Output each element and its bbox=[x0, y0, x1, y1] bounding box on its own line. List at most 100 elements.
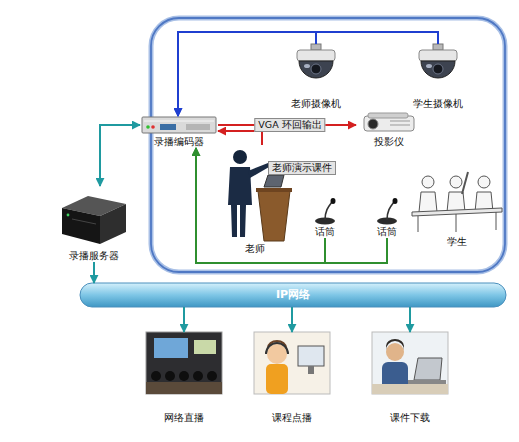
node-text-group: 录播服务器 bbox=[46, 250, 142, 262]
laptop-screen bbox=[264, 175, 284, 187]
student-body bbox=[447, 192, 465, 212]
node-label: IP网络 bbox=[276, 289, 310, 301]
encoder-vent bbox=[186, 124, 210, 130]
node-label: 课件下载 bbox=[358, 412, 462, 424]
mic-art bbox=[304, 198, 346, 225]
classroom-frame bbox=[151, 18, 505, 272]
connector bbox=[291, 307, 293, 332]
photo-screen bbox=[154, 338, 188, 358]
photo-screen bbox=[194, 340, 216, 354]
podium-top bbox=[256, 188, 292, 192]
server-led bbox=[67, 214, 70, 217]
camera-glint bbox=[426, 64, 432, 68]
encoder-art bbox=[140, 116, 218, 135]
mic-neck bbox=[387, 202, 394, 220]
node-text-group: 老师 bbox=[208, 243, 302, 255]
node-text-group: 学生摄像机 bbox=[400, 98, 476, 110]
camera-node: 老师摄像机 bbox=[288, 44, 344, 110]
connector bbox=[196, 148, 387, 263]
mic-head bbox=[393, 198, 398, 204]
node-text-group: 网络直播 bbox=[132, 412, 236, 424]
photo-frame bbox=[254, 332, 330, 394]
node-label: 话筒 bbox=[294, 226, 356, 238]
connector bbox=[93, 262, 95, 283]
encoder-node: 录播编码器 bbox=[140, 116, 218, 148]
connector bbox=[218, 131, 262, 145]
mic-art bbox=[366, 198, 408, 225]
camera-lens bbox=[311, 64, 321, 74]
node-text-group: 录播编码器 bbox=[130, 136, 228, 148]
live-node: 网络直播 bbox=[142, 332, 226, 424]
download-art bbox=[368, 332, 452, 411]
teacher-body bbox=[228, 167, 252, 237]
node-text-group: 课件下载 bbox=[358, 412, 462, 424]
live-art bbox=[142, 332, 226, 411]
node-text-group: 话筒 bbox=[356, 226, 418, 238]
server-side bbox=[100, 204, 126, 244]
connector bbox=[100, 125, 140, 186]
node-label: 投影仪 bbox=[346, 136, 432, 148]
node-label: 课程点播 bbox=[240, 412, 344, 424]
desk-leg bbox=[456, 214, 457, 232]
vod-node: 课程点播 bbox=[250, 332, 334, 424]
node-label: 学生 bbox=[400, 236, 514, 248]
node-label: 录播编码器 bbox=[130, 136, 228, 148]
node-label: 老师 bbox=[208, 243, 302, 255]
projector-art bbox=[356, 110, 422, 135]
student-raised-arm bbox=[462, 172, 468, 194]
camera-art bbox=[288, 44, 344, 97]
photo-frame bbox=[372, 332, 448, 394]
student-desk bbox=[412, 208, 502, 216]
projector-lens bbox=[368, 119, 378, 129]
node-label: 网络直播 bbox=[132, 412, 236, 424]
projector-vent bbox=[390, 125, 410, 126]
node-text-group: 课程点播 bbox=[240, 412, 344, 424]
encoder-ridge bbox=[144, 121, 214, 122]
node-label: 录播服务器 bbox=[46, 250, 142, 262]
students-art bbox=[410, 166, 504, 235]
camera-lens bbox=[433, 64, 443, 74]
download-node: 课件下载 bbox=[368, 332, 452, 424]
student-head bbox=[422, 176, 434, 188]
man-head bbox=[386, 343, 404, 361]
audience-head bbox=[165, 371, 175, 381]
vod-art bbox=[250, 332, 334, 411]
mic-node: 话筒 bbox=[366, 198, 408, 238]
classroom-frame-glow bbox=[151, 18, 505, 272]
node-text-group: 老师摄像机 bbox=[278, 98, 354, 110]
student-head bbox=[478, 176, 490, 188]
encoder-led bbox=[146, 125, 150, 129]
photo-stand bbox=[308, 366, 314, 374]
network-band bbox=[80, 283, 506, 307]
mic-neck bbox=[325, 202, 332, 220]
laptop-base bbox=[408, 380, 446, 384]
node-text-group: IP网络 bbox=[70, 283, 516, 307]
camera-housing bbox=[297, 50, 335, 61]
camera-art bbox=[410, 44, 466, 97]
headphones bbox=[266, 343, 288, 354]
node-label: 话筒 bbox=[356, 226, 418, 238]
projector-vent bbox=[390, 121, 410, 122]
connector bbox=[178, 32, 316, 116]
camera-node: 学生摄像机 bbox=[410, 44, 466, 110]
audience-head bbox=[193, 371, 203, 381]
mic-node: 话筒 bbox=[304, 198, 346, 238]
edge-label: VGA 环回输出 bbox=[254, 118, 325, 132]
man-hair bbox=[386, 339, 404, 350]
node-text-group: 话筒 bbox=[294, 226, 356, 238]
teacher-art bbox=[218, 145, 292, 242]
encoder-display bbox=[160, 124, 176, 130]
node-label: 学生摄像机 bbox=[400, 98, 476, 110]
connector bbox=[178, 32, 438, 116]
photo-frame bbox=[146, 332, 222, 394]
connector bbox=[183, 307, 185, 332]
server-node: 录播服务器 bbox=[56, 186, 132, 262]
server-bay bbox=[72, 219, 96, 224]
node-text-group: 投影仪 bbox=[346, 136, 432, 148]
photo-monitor bbox=[298, 346, 324, 366]
encoder-led bbox=[151, 125, 155, 129]
audience-head bbox=[179, 371, 189, 381]
